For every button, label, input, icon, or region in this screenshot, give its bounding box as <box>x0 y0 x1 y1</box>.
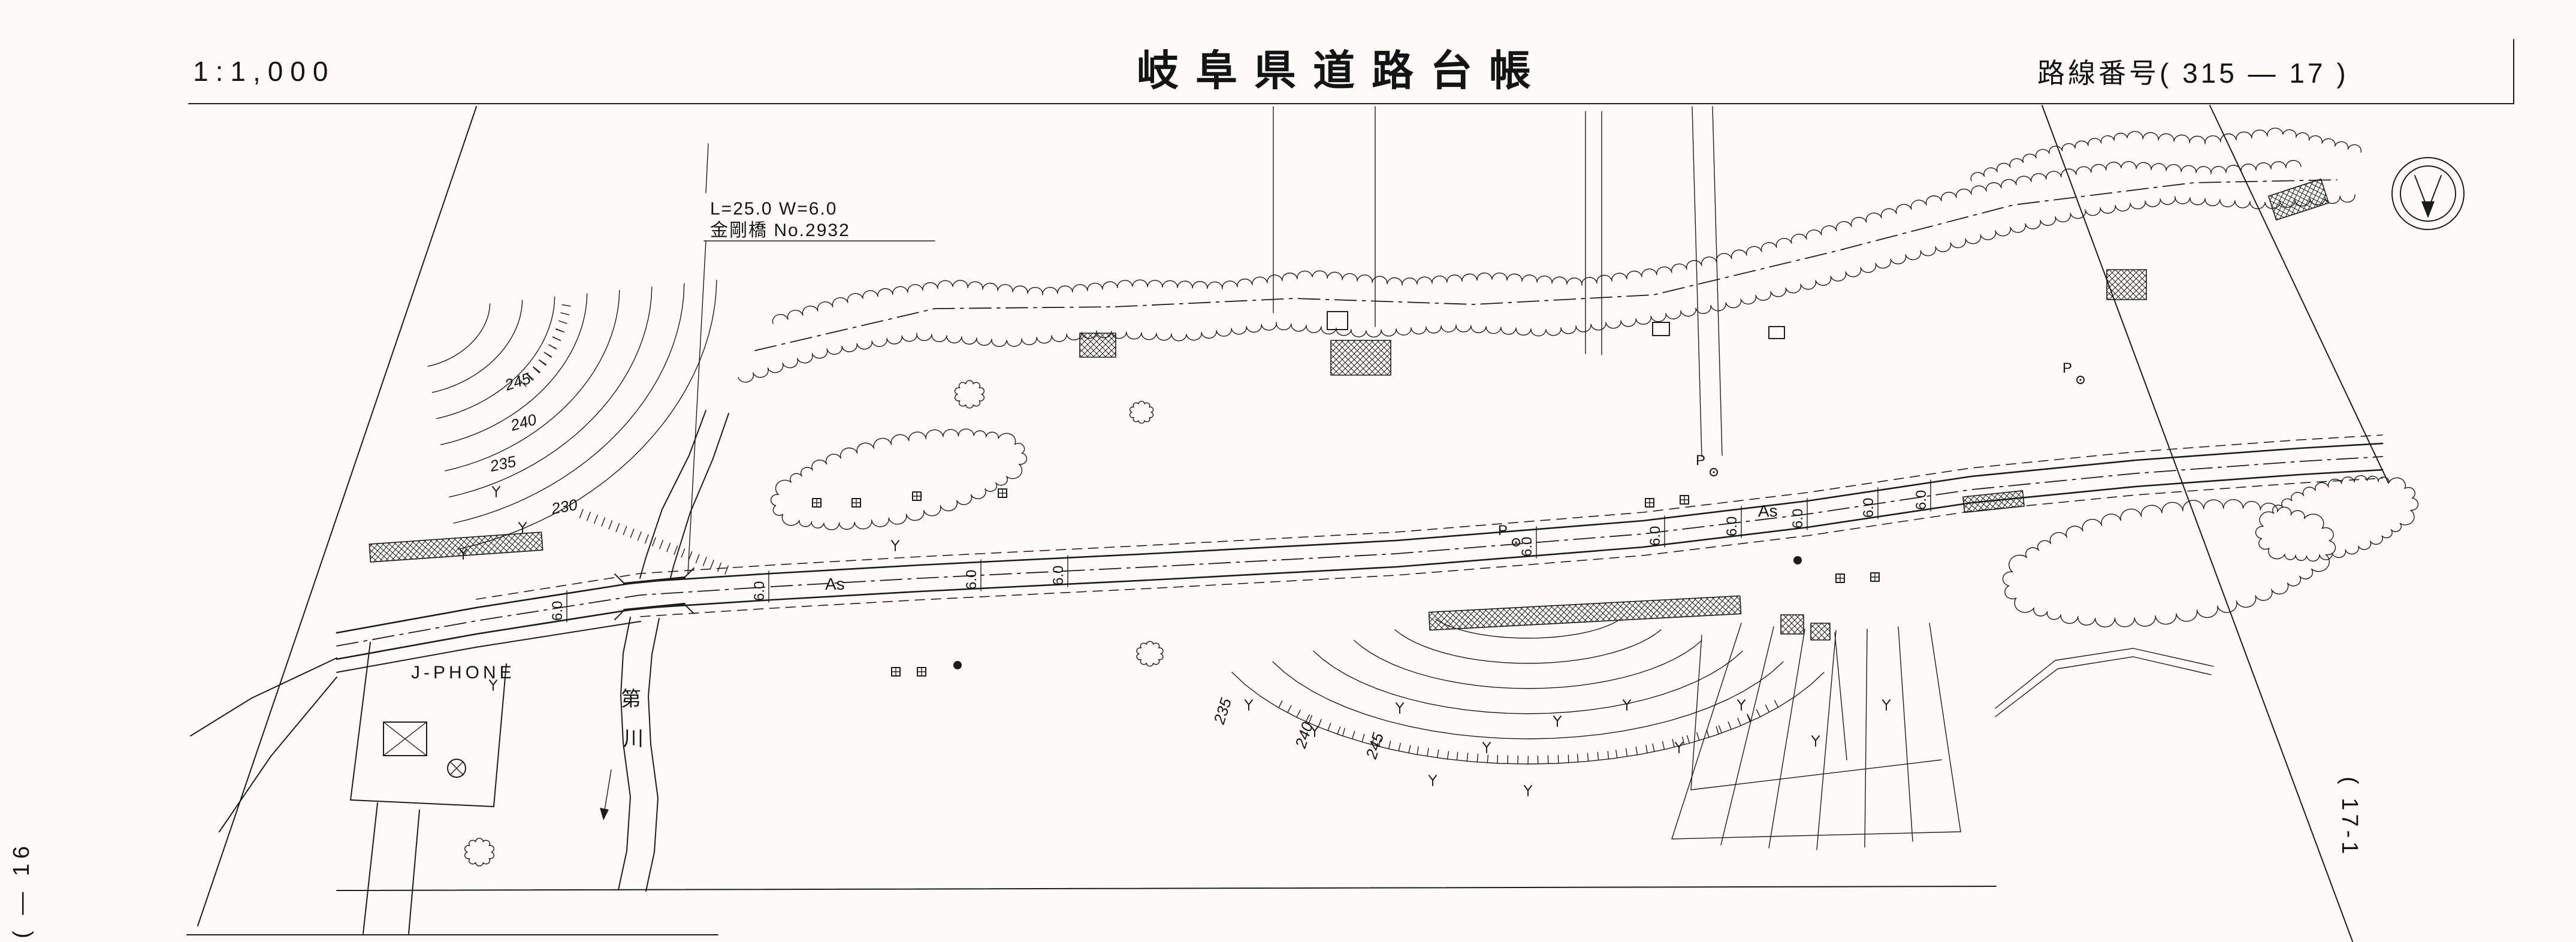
north-arrow-icon <box>2391 157 2465 230</box>
road-width-label: 6.0 <box>1790 509 1806 529</box>
company-label: J-PHONE <box>411 663 515 683</box>
road-width-label: 6.0 <box>751 581 768 601</box>
road-width-label: 6.0 <box>1913 490 1929 510</box>
route-number-label: 路線番号( 315 — 17 ) <box>2037 58 2349 89</box>
contour-label: 230 <box>549 496 579 518</box>
river-name-char-2: 川 <box>623 727 644 750</box>
contour-label: 240 <box>1291 720 1316 751</box>
river <box>600 410 729 892</box>
road-width-label: 6.0 <box>1050 566 1067 585</box>
road-width-label: 6.0 <box>1519 537 1535 557</box>
river-name-char-1: 第 <box>621 688 641 711</box>
vegetation-and-stream <box>464 106 2419 866</box>
road-width-label: 6.0 <box>1724 517 1740 536</box>
buildings-and-structures <box>383 269 2147 778</box>
sheet-border-lines <box>186 39 2514 942</box>
map-symbols: P P P <box>459 360 2085 796</box>
contour-label: 235 <box>1210 696 1235 727</box>
road-width-label: 6.0 <box>1647 526 1663 546</box>
road-width-label: 6.0 <box>964 570 980 590</box>
contour-label: 240 <box>508 410 539 434</box>
map-scale-label: 1:1,000 <box>193 56 336 87</box>
bridge-note-line1: L=25.0 W=6.0 <box>710 199 837 219</box>
map-text-labels: L=25.0 W=6.0 金剛橋 No.2932 J-PHONE 第 川 <box>411 199 850 750</box>
road-width-label: 6.0 <box>1861 498 1877 518</box>
pole-label: P <box>1696 452 1705 469</box>
contour-label: 245 <box>1362 730 1387 762</box>
south-slope-terraces: 235 240 245 <box>1210 618 1961 850</box>
pole-label: P <box>2062 360 2072 376</box>
sheet-title: 岐阜県道路台帳 <box>1137 47 1548 94</box>
contour-label: 245 <box>502 369 533 394</box>
pole-label: P <box>1498 523 1508 539</box>
road-width-label: 6.0 <box>549 601 566 621</box>
pavement-label: As <box>825 575 845 593</box>
bridge-note-line2: 金剛橋 No.2932 <box>710 221 850 240</box>
pavement-label: As <box>1758 502 1778 520</box>
